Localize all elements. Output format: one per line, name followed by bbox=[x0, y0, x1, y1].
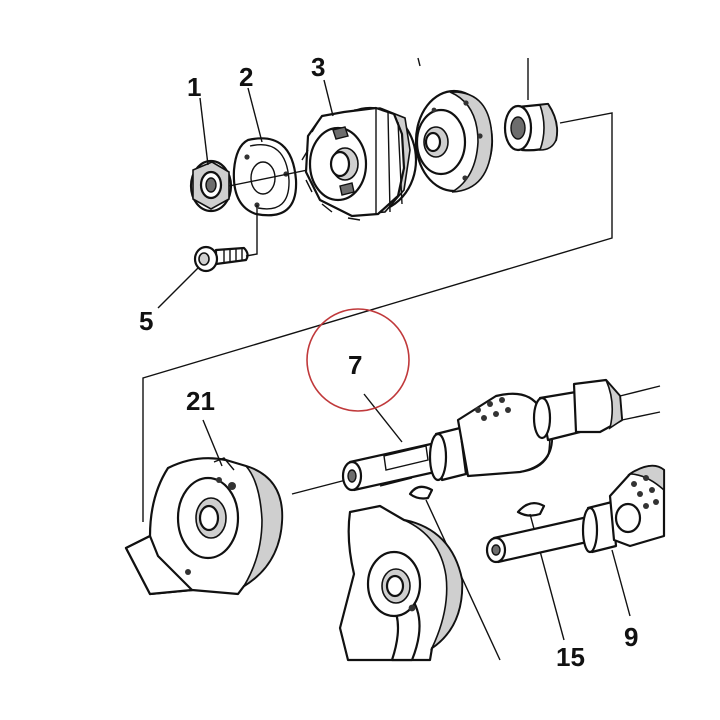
part-4-flanged-hub bbox=[414, 89, 494, 193]
part-5-bolt bbox=[193, 245, 249, 273]
part-6-bushing bbox=[503, 102, 559, 152]
label-part-5: 5 bbox=[139, 306, 153, 336]
part-3-leader bbox=[323, 79, 334, 117]
part-2-leader bbox=[247, 87, 263, 143]
label-part-7: 7 bbox=[348, 350, 362, 380]
part-5-leader bbox=[157, 267, 199, 309]
label-part-15: 15 bbox=[556, 642, 585, 672]
part-4-leader-stub bbox=[417, 57, 421, 67]
label-part-9: 9 bbox=[624, 622, 638, 652]
part-9-shaft bbox=[485, 464, 666, 564]
part-9-leader bbox=[611, 549, 631, 617]
label-part-21: 21 bbox=[186, 386, 215, 416]
label-part-2: 2 bbox=[239, 62, 253, 92]
woodruff-key-left bbox=[408, 485, 434, 500]
callout-highlight-circle bbox=[306, 308, 410, 412]
part-15-woodruff-key bbox=[516, 501, 546, 517]
lower-axis-line bbox=[291, 479, 347, 495]
part-1-leader bbox=[199, 97, 209, 166]
part-7-crankshaft bbox=[341, 378, 661, 492]
part-21-housing bbox=[124, 457, 284, 596]
part-2-washer-plate bbox=[232, 137, 298, 217]
label-part-1: 1 bbox=[187, 72, 201, 102]
part-21-leader bbox=[202, 419, 223, 467]
assembly-bracket-line bbox=[142, 112, 613, 522]
part-3-sprocket bbox=[301, 106, 418, 221]
part-7-leader bbox=[363, 393, 403, 443]
label-part-3: 3 bbox=[311, 52, 325, 82]
part-5-leader-to-plate bbox=[245, 205, 258, 257]
part-1-nut bbox=[189, 159, 233, 213]
lower-housing bbox=[338, 504, 464, 662]
